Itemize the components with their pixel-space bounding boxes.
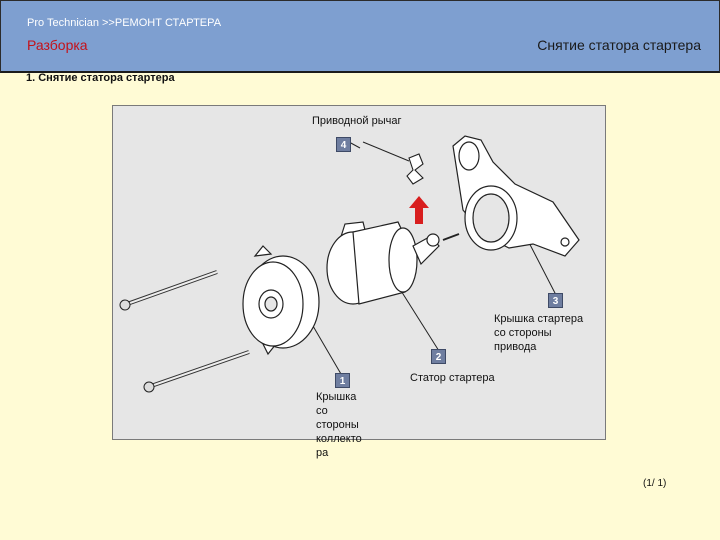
callout-3-badge: 3 bbox=[548, 293, 563, 308]
section-title: Разборка bbox=[27, 37, 88, 53]
page-indicator: (1/ 1) bbox=[643, 478, 667, 489]
starter-stator bbox=[326, 221, 460, 305]
callout-3-label: Крышка стартера со стороны привода bbox=[494, 313, 584, 353]
header-bar: Pro Technician >>РЕМОНТ СТАРТЕРА Разборк… bbox=[0, 0, 720, 73]
direction-arrow bbox=[409, 196, 429, 224]
page-title: Снятие статора стартера bbox=[537, 37, 701, 53]
starter-illustration bbox=[119, 135, 580, 393]
drive-lever bbox=[406, 153, 424, 185]
step-title: 1. Снятие статора стартера bbox=[26, 72, 175, 84]
commutator-end-cover bbox=[242, 245, 320, 356]
callout-2-badge: 2 bbox=[431, 349, 446, 364]
drive-end-housing bbox=[452, 135, 580, 257]
exploded-diagram bbox=[112, 105, 606, 440]
callout-4-badge: 4 bbox=[336, 137, 351, 152]
through-bolt-upper bbox=[119, 270, 218, 311]
callout-1-label: Крышка со стороны коллекто ра bbox=[316, 391, 362, 459]
callout-1-badge: 1 bbox=[335, 373, 350, 388]
breadcrumb[interactable]: Pro Technician >>РЕМОНТ СТАРТЕРА bbox=[27, 17, 222, 29]
callout-2-label: Статор стартера bbox=[410, 372, 495, 384]
through-bolt-lower bbox=[143, 350, 250, 393]
callout-4-label: Приводной рычаг bbox=[312, 115, 402, 127]
